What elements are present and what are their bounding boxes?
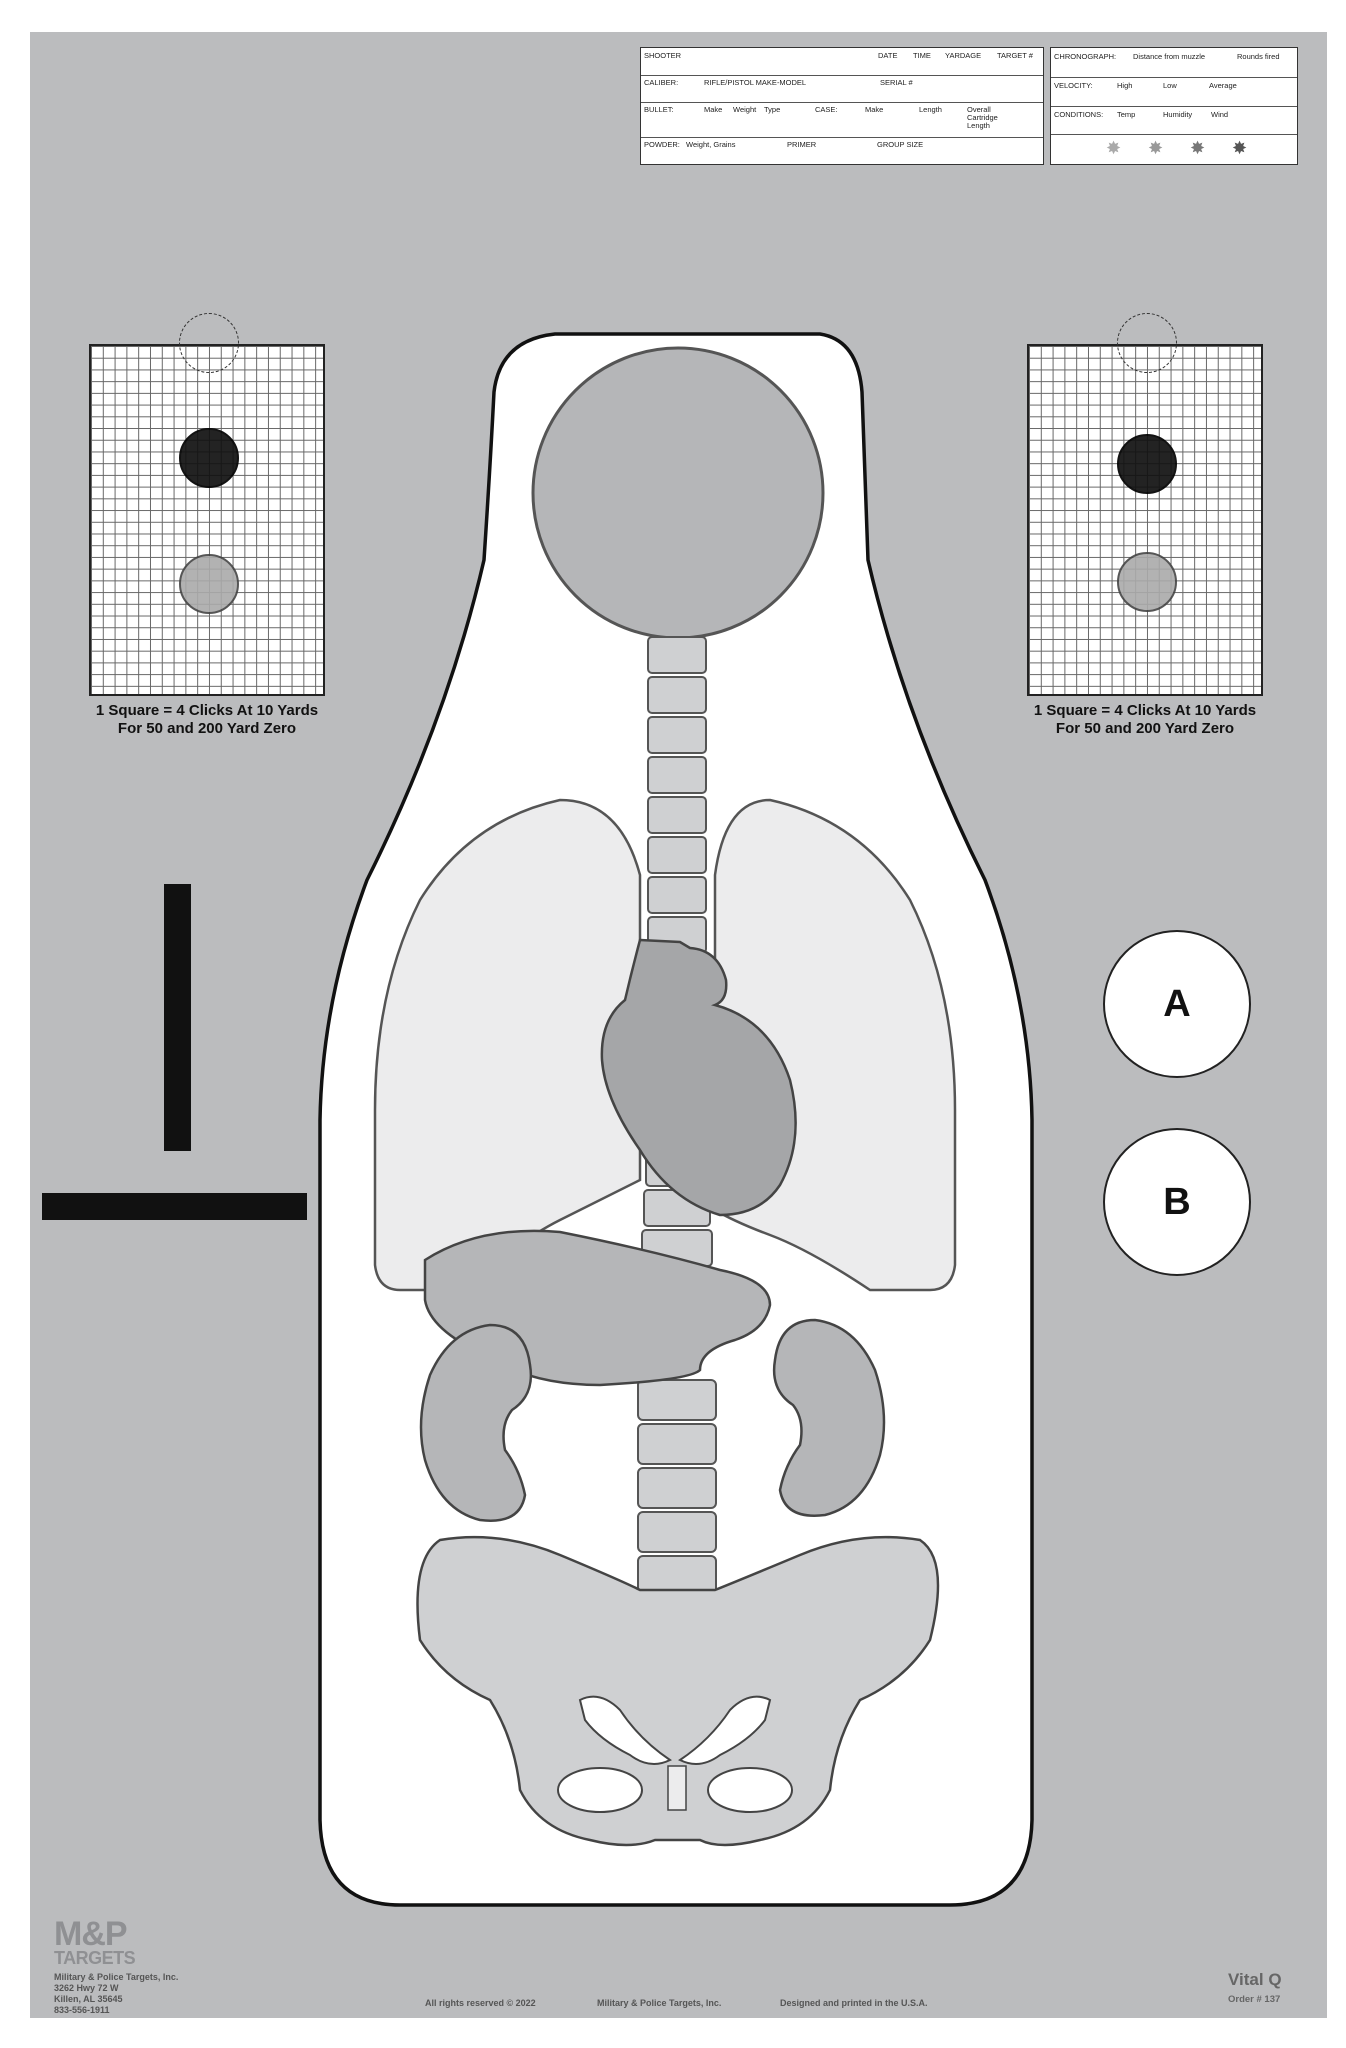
brand-logo-targets: TARGETS xyxy=(54,1948,136,1968)
log-row-bullet: BULLET: Make Weight Type CASE: Make Leng… xyxy=(641,102,1043,138)
log-row-powder: POWDER: Weight, Grains PRIMER GROUP SIZE xyxy=(641,137,1043,164)
grey-dot xyxy=(179,554,239,614)
zero-caption-left: 1 Square = 4 Clicks At 10 Yards For 50 a… xyxy=(57,702,357,738)
heart xyxy=(600,938,797,1217)
chrono-label-conditions: CONDITIONS: xyxy=(1054,110,1104,119)
dashed-circle xyxy=(1117,313,1177,373)
chrono-label-chronograph: CHRONOGRAPH: xyxy=(1054,52,1117,61)
log-label-case: CASE: xyxy=(815,105,838,114)
disc-b: B xyxy=(1103,1128,1251,1276)
chrono-label-rounds: Rounds fired xyxy=(1237,52,1280,61)
log-label-shooter: SHOOTER xyxy=(644,51,682,60)
black-dot xyxy=(1117,434,1177,494)
company-street: 3262 Hwy 72 W xyxy=(54,1983,119,1993)
brand-logo: M&P xyxy=(54,1915,128,1953)
company-address: Military & Police Targets, Inc. 3262 Hwy… xyxy=(54,1972,178,2016)
log-row-shooter: SHOOTER DATE TIME YARDAGE TARGET # xyxy=(641,48,1043,76)
log-row-caliber: CALIBER: RIFLE/PISTOL MAKE-MODEL SERIAL … xyxy=(641,75,1043,103)
company-city: Killen, AL 35645 xyxy=(54,1994,123,2004)
chrono-row-velocity: VELOCITY: High Low Average xyxy=(1051,77,1297,107)
company-phone: 833-556-1911 xyxy=(54,2005,110,2015)
shooter-log-table: SHOOTER DATE TIME YARDAGE TARGET # CALIB… xyxy=(640,47,1044,165)
log-label-primer: PRIMER xyxy=(787,140,817,149)
caption-line-1: 1 Square = 4 Clicks At 10 Yards xyxy=(95,702,319,719)
log-label-powder: POWDER: xyxy=(644,140,680,149)
chrono-label-wind: Wind xyxy=(1211,110,1229,119)
storm-icon: ✸ xyxy=(1232,138,1248,158)
sun-icon: ✸ xyxy=(1106,138,1122,158)
log-label-bullet-weight: Weight xyxy=(733,105,757,114)
chronograph-table: CHRONOGRAPH: Distance from muzzle Rounds… xyxy=(1050,47,1298,165)
zero-caption-right: 1 Square = 4 Clicks At 10 Yards For 50 a… xyxy=(995,702,1295,738)
pubic-symphysis xyxy=(667,1765,687,1811)
chrono-label-distance: Distance from muzzle xyxy=(1133,52,1206,61)
obturator-left xyxy=(557,1767,643,1813)
chrono-label-high: High xyxy=(1117,81,1133,90)
pelvis xyxy=(416,1535,940,1847)
partly-cloudy-icon: ✸ xyxy=(1148,138,1164,158)
footer-made-in: Designed and printed in the U.S.A. xyxy=(780,1998,928,2008)
caption-line-2: For 50 and 200 Yard Zero xyxy=(117,720,297,737)
log-label-date: DATE xyxy=(878,51,898,60)
chrono-label-low: Low xyxy=(1163,81,1177,90)
chrono-row-conditions: CONDITIONS: Temp Humidity Wind xyxy=(1051,106,1297,135)
caption-line-1: 1 Square = 4 Clicks At 10 Yards xyxy=(1033,702,1257,719)
log-label-length: Length xyxy=(967,121,990,130)
grey-dot xyxy=(1117,552,1177,612)
footer-rights: All rights reserved © 2022 xyxy=(425,1998,536,2008)
chrono-label-velocity: VELOCITY: xyxy=(1054,81,1093,90)
left-kidney xyxy=(419,1323,533,1522)
log-label-serial: SERIAL # xyxy=(880,78,913,87)
caption-line-2: For 50 and 200 Yard Zero xyxy=(1055,720,1235,737)
obturator-right xyxy=(707,1767,793,1813)
zero-grid-right xyxy=(1027,313,1263,696)
log-label-bullet: BULLET: xyxy=(644,105,674,114)
log-label-time: TIME xyxy=(913,51,931,60)
log-label-group-size: GROUP SIZE xyxy=(877,140,924,149)
log-label-yardage: YARDAGE xyxy=(945,51,982,60)
horizontal-alignment-bar xyxy=(42,1193,307,1220)
black-dot xyxy=(179,428,239,488)
log-label-make-model: RIFLE/PISTOL MAKE-MODEL xyxy=(704,78,807,87)
chrono-row-chronograph: CHRONOGRAPH: Distance from muzzle Rounds… xyxy=(1051,48,1297,78)
log-label-cartridge: Cartridge xyxy=(967,113,998,122)
log-label-bullet-make: Make xyxy=(704,105,723,114)
chrono-label-humidity: Humidity xyxy=(1163,110,1193,119)
log-label-caliber: CALIBER: xyxy=(644,78,679,87)
vertical-alignment-bar xyxy=(164,884,191,1151)
right-kidney xyxy=(772,1318,886,1517)
log-label-powder-weight: Weight, Grains xyxy=(686,140,736,149)
zero-grid-left xyxy=(89,313,325,696)
log-label-case-length: Length xyxy=(919,105,942,114)
disc-a: A xyxy=(1103,930,1251,1078)
order-number: Order # 137 xyxy=(1228,1994,1281,2005)
log-label-bullet-type: Type xyxy=(764,105,781,114)
log-label-case-make: Make xyxy=(865,105,884,114)
target-name: Vital Q xyxy=(1228,1970,1282,1989)
log-label-overall: Overall xyxy=(967,105,991,114)
pelvis-hole-left xyxy=(578,1695,672,1765)
chrono-label-average: Average xyxy=(1209,81,1237,90)
dashed-circle xyxy=(179,313,239,373)
chrono-label-temp: Temp xyxy=(1117,110,1136,119)
pelvis-hole-right xyxy=(678,1695,772,1765)
company-name: Military & Police Targets, Inc. xyxy=(54,1972,179,1982)
cloudy-icon: ✸ xyxy=(1190,138,1206,158)
head-zone xyxy=(531,346,825,640)
footer-company: Military & Police Targets, Inc. xyxy=(597,1998,722,2008)
weather-icons: ✸ ✸ ✸ ✸ xyxy=(1051,134,1297,164)
log-label-target-number: TARGET # xyxy=(997,51,1033,60)
